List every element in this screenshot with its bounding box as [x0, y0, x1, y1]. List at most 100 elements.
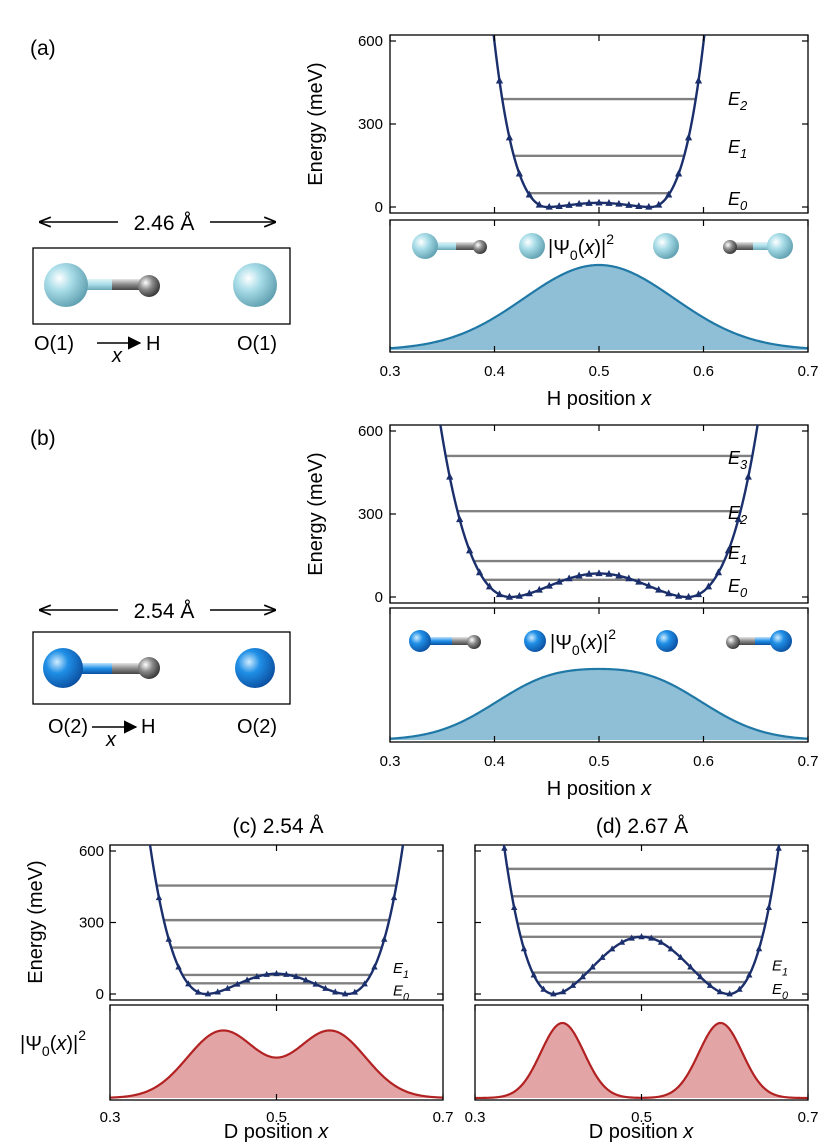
potential-marker	[332, 988, 339, 995]
y-axis-title: Energy (meV)	[25, 860, 47, 983]
legend-b: |Ψ0(x)|2	[409, 626, 792, 658]
h-atom-icon	[138, 657, 160, 679]
potential-marker	[635, 577, 643, 585]
h-atom-icon	[723, 240, 737, 254]
oh-bond-icon	[735, 637, 757, 645]
potential-marker	[628, 934, 635, 941]
level-label-1: E1	[728, 137, 747, 161]
potential-marker	[575, 571, 583, 579]
potential-marker	[589, 963, 596, 970]
density-curve	[389, 263, 809, 350]
potential-marker	[618, 938, 626, 945]
oh-bond-icon	[452, 637, 470, 645]
potential-marker	[501, 845, 508, 851]
potential-marker	[292, 973, 300, 980]
potential-marker	[273, 970, 280, 977]
potential-marker	[665, 589, 673, 597]
potential-marker	[175, 963, 182, 970]
potential-marker	[667, 945, 675, 952]
x-tick-label: 0.3	[380, 753, 401, 770]
potential-marker	[525, 589, 533, 597]
density-line	[389, 263, 809, 350]
density-line	[109, 1029, 444, 1099]
atom-label-o-right-a: O(1)	[237, 333, 277, 355]
potential-marker	[371, 963, 378, 970]
potential-marker	[734, 515, 742, 523]
x-tick-label: 0.7	[798, 363, 819, 380]
level-label-1: E1	[393, 960, 409, 981]
potential-marker	[520, 945, 528, 952]
potential-marker	[687, 963, 694, 970]
potential-marker	[716, 988, 724, 995]
potential-marker	[505, 133, 514, 141]
potential-marker	[648, 934, 655, 941]
potential-marker	[194, 988, 202, 995]
potential-marker	[755, 945, 763, 952]
potential-marker	[361, 980, 368, 987]
potential-marker	[283, 970, 290, 977]
potential-marker	[744, 472, 752, 480]
potential-marker	[665, 190, 673, 198]
distance-label-a: 2.46 Å	[134, 212, 195, 235]
oh-bond-icon	[434, 242, 458, 250]
atom-label-h-b: H	[141, 716, 155, 738]
y-tick-label: 600	[79, 843, 104, 860]
potential-marker	[575, 199, 583, 207]
potential-marker	[456, 515, 464, 523]
density-fill	[390, 265, 808, 350]
potential-marker	[185, 980, 192, 987]
potential-marker	[381, 935, 388, 942]
x-tick-label: 0.6	[693, 363, 714, 380]
level-label-0: E0	[728, 576, 748, 600]
h-atom-icon	[473, 240, 487, 254]
o1-atom-icon	[412, 233, 438, 259]
x-tick-label: 0.7	[433, 1109, 454, 1126]
potential-marker	[684, 592, 693, 600]
potential-marker	[515, 591, 523, 599]
level-label-0: E0	[772, 981, 788, 1002]
oh-bond-icon	[755, 637, 777, 645]
potential-marker	[569, 981, 577, 988]
potential-marker	[540, 985, 547, 992]
x-axis-title: D position x	[589, 1121, 695, 1143]
x-tick-label: 0.3	[380, 363, 401, 380]
x-tick-label: 0.4	[484, 363, 505, 380]
density-fill	[110, 1030, 443, 1098]
oh-bond-icon	[112, 279, 144, 290]
psi-y-label: |Ψ0(x)|2	[20, 1027, 86, 1059]
potential-marker	[555, 202, 563, 209]
potential-marker	[545, 202, 553, 210]
potential-marker	[555, 577, 563, 585]
potential-marker	[495, 590, 504, 598]
potential-marker	[525, 190, 533, 198]
oh-bond-icon	[112, 663, 144, 674]
density-line	[389, 667, 809, 740]
level-label-3: E3	[728, 448, 748, 472]
y-tick-label: 0	[96, 986, 104, 1003]
potential-marker	[495, 76, 504, 84]
potential-marker	[579, 973, 586, 980]
potential-marker	[446, 472, 454, 480]
potential-marker	[608, 945, 616, 952]
h-atom-icon	[467, 635, 481, 649]
x-tick-label: 0.4	[484, 753, 505, 770]
x-label-b: x	[105, 729, 117, 751]
psi-label: |Ψ0(x)|2	[550, 626, 616, 658]
potential-marker	[765, 903, 773, 911]
potential-marker	[165, 935, 172, 942]
potential-marker	[243, 976, 251, 983]
o2-atom-icon	[409, 630, 431, 652]
